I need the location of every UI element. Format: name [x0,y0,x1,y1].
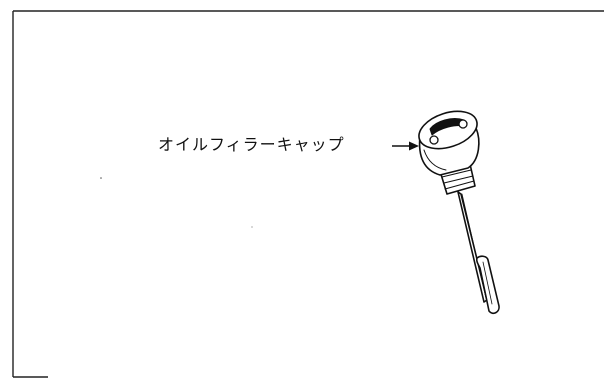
print-speck [251,226,253,228]
leader-arrow [392,141,419,151]
oil-filler-cap-icon [418,110,500,314]
print-speck [100,177,102,179]
figure-border [12,10,604,378]
oil-filler-cap-label: オイルフィラーキャップ [158,135,345,154]
